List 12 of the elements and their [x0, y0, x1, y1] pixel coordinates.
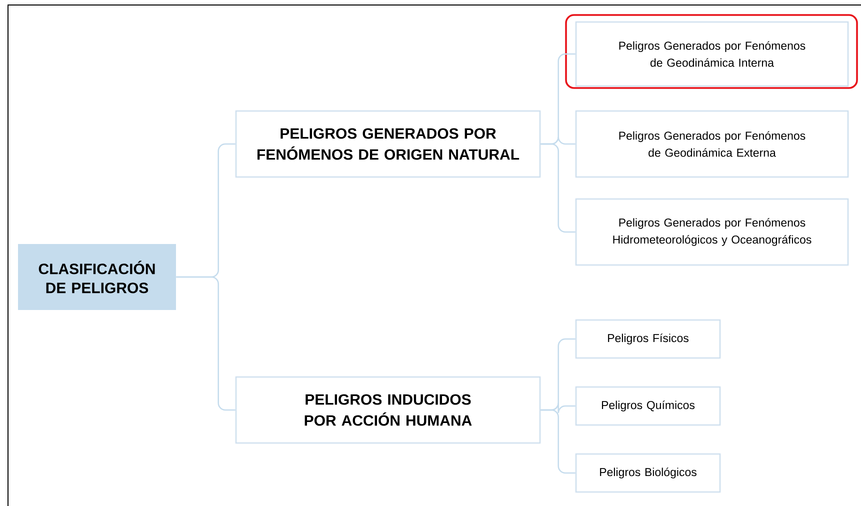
- category-box: PELIGROS INDUCIDOS POR ACCIÓN HUMANA: [235, 376, 541, 444]
- subcategory-box: Peligros Generados por Fenómenos de Geodinámica Interna: [575, 21, 849, 87]
- root-box: CLASIFICACIÓN DE PELIGROS: [18, 244, 176, 310]
- connector-line: [540, 143, 576, 233]
- category-box: PELIGROS GENERADOS POR FENÓMENOS DE ORIGEN NATURAL: [235, 110, 541, 178]
- subcategory-box: Peligros Físicos: [575, 319, 721, 359]
- subcategory-box: Peligros Generados por Fenómenos de Geodinámica Externa: [575, 110, 849, 178]
- connector-line: [176, 276, 236, 411]
- subcategory-box: Peligros Químicos: [575, 386, 721, 426]
- subcategory-box: Peligros Biológicos: [575, 453, 721, 493]
- connector-line: [540, 409, 576, 474]
- subcategory-box: Peligros Generados por Fenómenos Hidrometeorológicos y Oceanográficos: [575, 198, 849, 266]
